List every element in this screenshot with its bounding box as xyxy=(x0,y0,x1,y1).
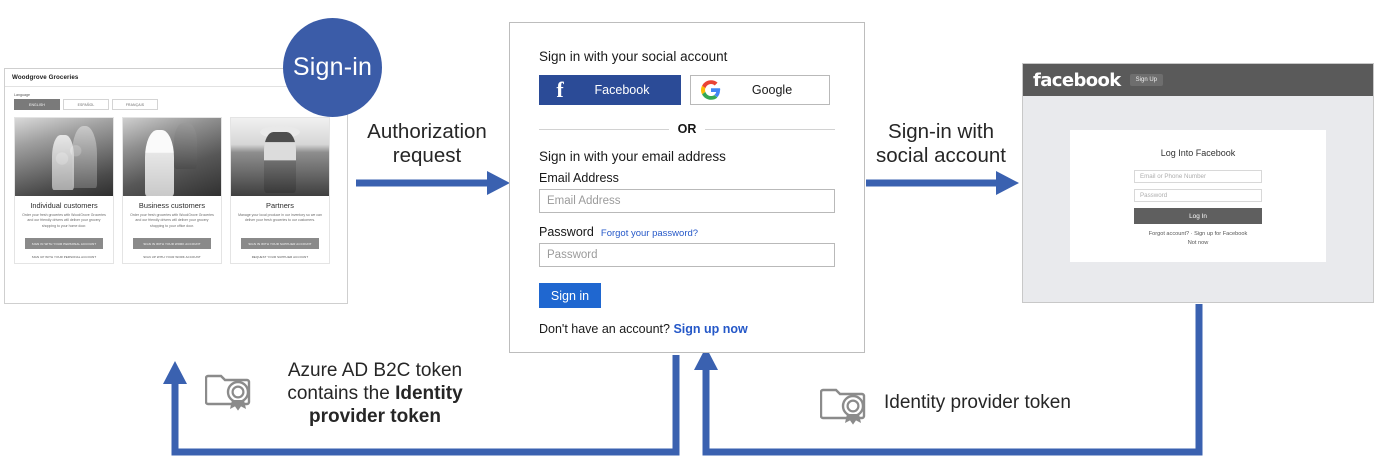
social-account-heading: Sign in with your social account xyxy=(539,49,728,64)
no-account-row: Don't have an account? Sign up now xyxy=(539,322,835,336)
card-individual-customers: Individual customers Order your fresh gr… xyxy=(14,117,114,264)
facebook-footer-links[interactable]: Forgot account? · Sign up for Facebook xyxy=(1148,231,1248,237)
card-primary-button[interactable]: SIGN IN WITH YOUR SUPPLIER ACCOUNT xyxy=(241,238,319,249)
facebook-top-bar: facebook Sign Up xyxy=(1023,64,1373,96)
google-icon xyxy=(701,80,721,100)
facebook-login-button[interactable]: Log In xyxy=(1134,208,1262,224)
language-label: Language xyxy=(14,93,30,97)
language-button-espanol[interactable]: ESPAÑOL xyxy=(63,99,109,110)
email-account-heading: Sign in with your email address xyxy=(539,149,726,164)
card-primary-button[interactable]: SIGN IN WITH YOUR WORK ACCOUNT xyxy=(133,238,211,249)
woodgrove-groceries-window: Woodgrove Groceries Language ENGLISH ESP… xyxy=(4,68,348,304)
facebook-wordmark: facebook xyxy=(1033,69,1121,91)
facebook-card-title: Log Into Facebook xyxy=(1160,148,1236,158)
signup-now-link[interactable]: Sign up now xyxy=(673,322,748,336)
card-description: Order your fresh groceries with WoodGrov… xyxy=(130,213,214,228)
azure-ad-b2c-signin-panel: Sign in with your social account f Faceb… xyxy=(509,22,865,353)
or-label: OR xyxy=(677,122,697,136)
facebook-icon: f xyxy=(556,77,564,102)
arrow-identity-provider-token xyxy=(694,304,1203,456)
facebook-login-card: Log Into Facebook Email or Phone Number … xyxy=(1070,130,1326,262)
label-identity-provider-token: Identity provider token xyxy=(884,392,1071,413)
label-line-2: request xyxy=(392,144,462,168)
signin-step-badge-label: Sign-in xyxy=(292,53,373,81)
certificate-token-icon xyxy=(819,382,872,431)
language-button-english[interactable]: ENGLISH xyxy=(14,99,60,110)
signin-step-badge: Sign-in xyxy=(283,18,382,117)
label-authorization-request: Authorization request xyxy=(352,120,502,168)
arrow-signin-with-social xyxy=(866,171,1019,195)
label-emphasis: Identity xyxy=(395,382,463,404)
certificate-token-icon xyxy=(204,368,257,417)
business-customers-photo xyxy=(123,118,221,196)
facebook-button-label: Facebook xyxy=(594,83,650,97)
label-signin-with-social-account: Sign-in with social account xyxy=(858,120,1024,168)
individual-customers-photo xyxy=(15,118,113,196)
divider-line-left xyxy=(539,128,669,130)
label-line-2: social account xyxy=(876,144,1006,168)
facebook-signin-button[interactable]: f Facebook xyxy=(539,75,681,105)
audience-cards: Individual customers Order your fresh gr… xyxy=(5,110,347,264)
card-secondary-link[interactable]: SIGN UP WITH YOUR WORK ACCOUNT xyxy=(143,255,201,259)
password-field-label: Password xyxy=(539,225,594,239)
language-button-francais[interactable]: FRANÇAIS xyxy=(112,99,158,110)
card-title: Business customers xyxy=(138,201,206,210)
email-input[interactable]: Email Address xyxy=(539,189,835,213)
facebook-signup-button[interactable]: Sign Up xyxy=(1129,74,1164,86)
google-button-label: Google xyxy=(751,83,793,97)
no-account-text: Don't have an account? xyxy=(539,322,670,336)
arrow-authorization-request xyxy=(356,171,510,195)
divider-line-right xyxy=(705,128,835,130)
password-input[interactable]: Password xyxy=(539,243,835,267)
google-signin-button[interactable]: Google xyxy=(690,75,830,105)
or-divider: OR xyxy=(539,122,835,136)
card-title: Partners xyxy=(266,201,294,210)
facebook-password-input[interactable]: Password xyxy=(1134,189,1262,202)
card-secondary-link[interactable]: REQUEST YOUR SUPPLIER ACCOUNT xyxy=(251,255,309,259)
label-line-1: Azure AD B2C token xyxy=(287,360,463,381)
card-description: Manage your local produce in our invento… xyxy=(238,213,322,223)
woodgrove-site-title: Woodgrove Groceries xyxy=(12,74,79,81)
social-buttons-row: f Facebook Google xyxy=(539,75,835,105)
facebook-not-now-link[interactable]: Not now xyxy=(1187,240,1209,246)
label-line-1: Authorization xyxy=(367,120,487,143)
password-label-row: Password Forgot your password? xyxy=(539,225,835,239)
forgot-password-link[interactable]: Forgot your password? xyxy=(600,228,699,239)
woodgrove-header: Woodgrove Groceries xyxy=(5,69,347,87)
label-azure-ad-b2c-token: Azure AD B2C token contains the Identity… xyxy=(258,360,492,428)
facebook-login-window: facebook Sign Up Log Into Facebook Email… xyxy=(1022,63,1374,303)
email-field-label: Email Address xyxy=(539,171,619,185)
label-line-2: contains the Identity xyxy=(287,382,463,404)
card-business-customers: Business customers Order your fresh groc… xyxy=(122,117,222,264)
card-title: Individual customers xyxy=(30,201,98,210)
card-secondary-link[interactable]: SIGN UP WITH YOUR PERSONAL ACCOUNT xyxy=(31,255,97,259)
language-selector: Language ENGLISH ESPAÑOL FRANÇAIS xyxy=(5,87,347,110)
card-description: Order your fresh groceries with WoodGrov… xyxy=(22,213,106,228)
facebook-email-input[interactable]: Email or Phone Number xyxy=(1134,170,1262,183)
card-partners: Partners Manage your local produce in ou… xyxy=(230,117,330,264)
label-line-3: provider token xyxy=(309,405,441,427)
partners-photo xyxy=(231,118,329,196)
card-primary-button[interactable]: SIGN IN WITH YOUR PERSONAL ACCOUNT xyxy=(25,238,103,249)
signin-submit-button[interactable]: Sign in xyxy=(539,283,601,308)
label-line-1: Sign-in with xyxy=(888,120,994,143)
arrow-b2c-token xyxy=(163,355,680,456)
